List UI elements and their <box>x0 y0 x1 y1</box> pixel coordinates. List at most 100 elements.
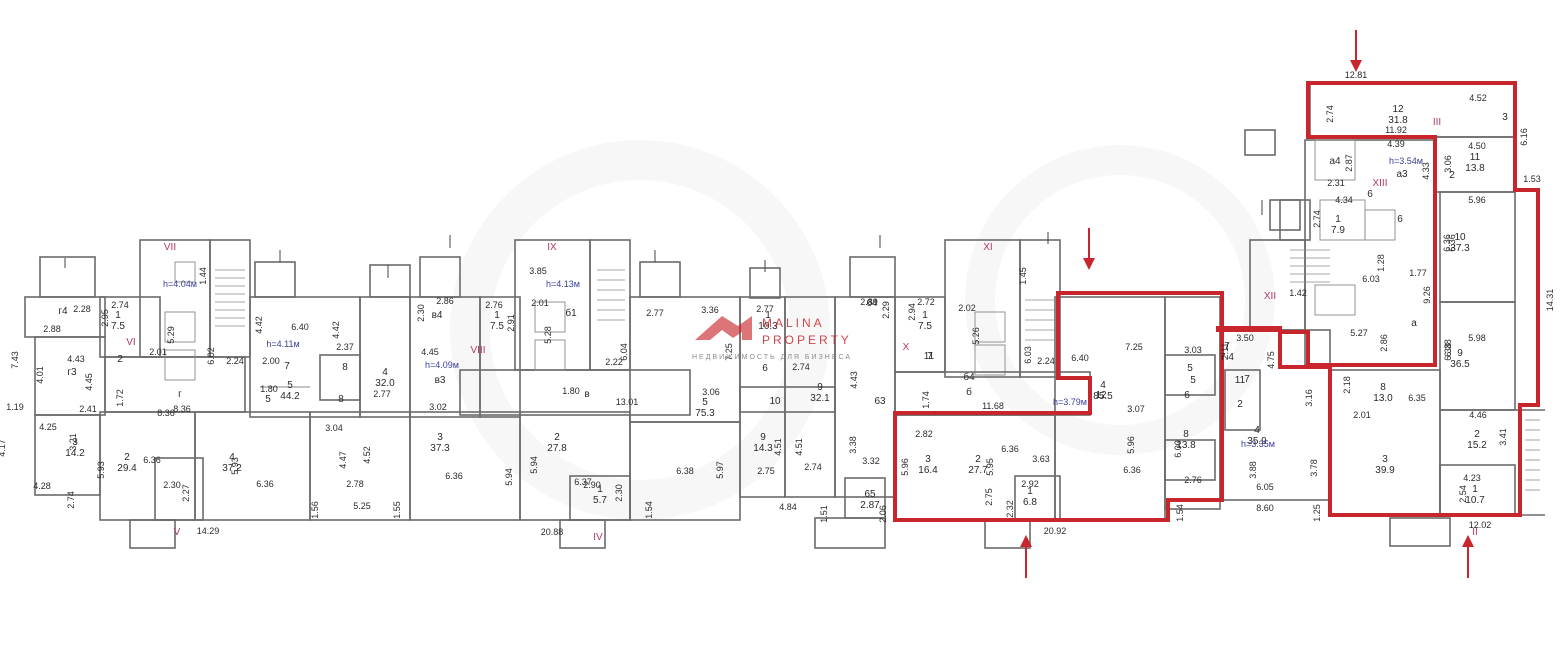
logo-mark <box>695 316 752 340</box>
dimension-label: 1.56 <box>310 501 320 519</box>
room-number: 8 <box>1183 429 1189 440</box>
dimension-label: 4.01 <box>35 366 45 384</box>
dimension-label: 2.95 <box>100 309 110 327</box>
dimension-label: 6.04 <box>619 343 629 361</box>
room-number: 3 <box>925 454 931 465</box>
room-area: 32.0 <box>375 378 395 389</box>
arrow-top-1 <box>1350 30 1362 72</box>
section-vii-walls <box>24 239 411 549</box>
dimension-label: 2.82 <box>915 429 933 439</box>
room-number: 3 <box>1382 454 1388 465</box>
dimension-label: 13.01 <box>616 397 639 407</box>
room-code: в <box>584 389 589 400</box>
room-number: 1 <box>765 310 771 321</box>
highlight-outlines <box>893 81 1540 522</box>
room-number: 8 <box>1380 382 1386 393</box>
small-room-number: 7 <box>284 361 290 372</box>
section-numeral: VIII <box>470 345 485 356</box>
dimension-label: 2.54 <box>1458 485 1468 503</box>
dimension-label: 7.25 <box>1125 342 1143 352</box>
room-area: 7.5 <box>111 321 125 332</box>
dimension-label: 1.72 <box>115 389 125 407</box>
dimension-label: 2.01 <box>149 347 167 357</box>
dimension-label: 14.31 <box>1545 289 1555 312</box>
ceiling-height-note: h=4.13м <box>546 279 580 289</box>
dimension-label: 2.24 <box>226 356 244 366</box>
dimension-label: 6.36 <box>256 479 274 489</box>
dimension-label: 5.28 <box>543 326 553 344</box>
dimension-label: 4.47 <box>338 451 348 469</box>
room-area: 75.3 <box>695 408 715 419</box>
dimension-label: 2.78 <box>346 479 364 489</box>
dimension-label: 5.96 <box>1126 436 1136 454</box>
room-number: 1 <box>1335 214 1341 225</box>
dimension-label: 4.45 <box>84 373 94 391</box>
room-number: 1 <box>922 310 928 321</box>
dimension-label: 1.53 <box>1523 174 1541 184</box>
dimension-label: 7.43 <box>10 351 20 369</box>
dimension-label: 2.75 <box>757 466 775 476</box>
small-room-number: 6 <box>1367 189 1373 200</box>
dimension-label: 2.86 <box>436 296 454 306</box>
small-room-number: 8 <box>338 394 344 405</box>
stairs <box>215 249 1540 491</box>
dimension-label: 6.38 <box>1443 343 1453 361</box>
dimension-label: 3.16 <box>1304 389 1314 407</box>
small-room-number: 5 <box>265 394 271 405</box>
dimension-label: 4.46 <box>1469 410 1487 420</box>
ceiling-height-note: h=3.54м <box>1389 156 1423 166</box>
room-area: 10.3 <box>758 321 778 332</box>
dimension-label: 8.36 <box>157 408 175 418</box>
ceiling-height-note: h=3.35м <box>1241 439 1275 449</box>
dimension-label: 14.29 <box>197 526 220 536</box>
dimension-label: 6.02 <box>206 347 216 365</box>
small-room-number: 12 <box>1095 390 1107 401</box>
dimension-label: 3.36 <box>701 305 719 315</box>
section-numeral: VII <box>164 242 176 253</box>
dimension-label: 2.94 <box>907 303 917 321</box>
dimension-label: 6.36 <box>1447 234 1457 252</box>
small-room-number: 11 <box>1235 375 1246 386</box>
room-number: 2 <box>975 454 981 465</box>
dimension-label: 2.01 <box>531 298 549 308</box>
small-room-number: 2 <box>1449 170 1455 181</box>
dimension-label: 6.38 <box>1443 339 1453 357</box>
room-code: 64 <box>866 298 878 309</box>
dimension-label: 2.01 <box>1353 410 1371 420</box>
small-room-number: 3 <box>1502 112 1508 123</box>
room-number: 7 <box>1224 341 1230 352</box>
room-area: 15.2 <box>1467 440 1487 451</box>
dimension-label: 3.78 <box>1309 459 1319 477</box>
ceiling-height-note: h=4.09м <box>425 360 459 370</box>
room-area: 13.8 <box>1176 440 1196 451</box>
section-numeral: II <box>1472 527 1478 538</box>
room-area: 35.9 <box>1247 436 1267 447</box>
dimension-label: 1.19 <box>6 402 24 412</box>
dimension-label: 3.85 <box>529 266 547 276</box>
dimension-label: 2.77 <box>373 389 391 399</box>
dimension-label: 5.26 <box>971 327 981 345</box>
small-room-number: 5 <box>1187 363 1193 374</box>
section-numeral: III <box>1433 117 1441 128</box>
dimension-label: 4.43 <box>67 354 85 364</box>
room-area: 32.1 <box>810 393 830 404</box>
dimension-label: 1.44 <box>198 267 208 285</box>
dimension-label: 4.42 <box>331 321 341 339</box>
dimension-label: 6.38 <box>676 466 694 476</box>
room-area: 16.4 <box>918 465 938 476</box>
watermark-background <box>450 140 1275 520</box>
small-room-number: 2 <box>1237 399 1243 410</box>
room-area: 31.8 <box>1388 115 1408 126</box>
small-room-number: 6 <box>762 363 768 374</box>
dimension-label: 3.63 <box>1032 454 1050 464</box>
dimension-label: 4.17 <box>0 439 7 457</box>
section-numeral: XI <box>983 242 992 253</box>
section-numeral: V <box>174 527 181 538</box>
room-number: 10 <box>1454 232 1466 243</box>
room-area: 37.3 <box>1450 243 1470 254</box>
dimension-label: 2.91 <box>506 314 516 332</box>
dimension-label: 1.54 <box>1175 504 1185 522</box>
dimension-label: 1.55 <box>392 501 402 519</box>
room-number: 9 <box>760 432 766 443</box>
room-number: 1 <box>1027 486 1033 497</box>
